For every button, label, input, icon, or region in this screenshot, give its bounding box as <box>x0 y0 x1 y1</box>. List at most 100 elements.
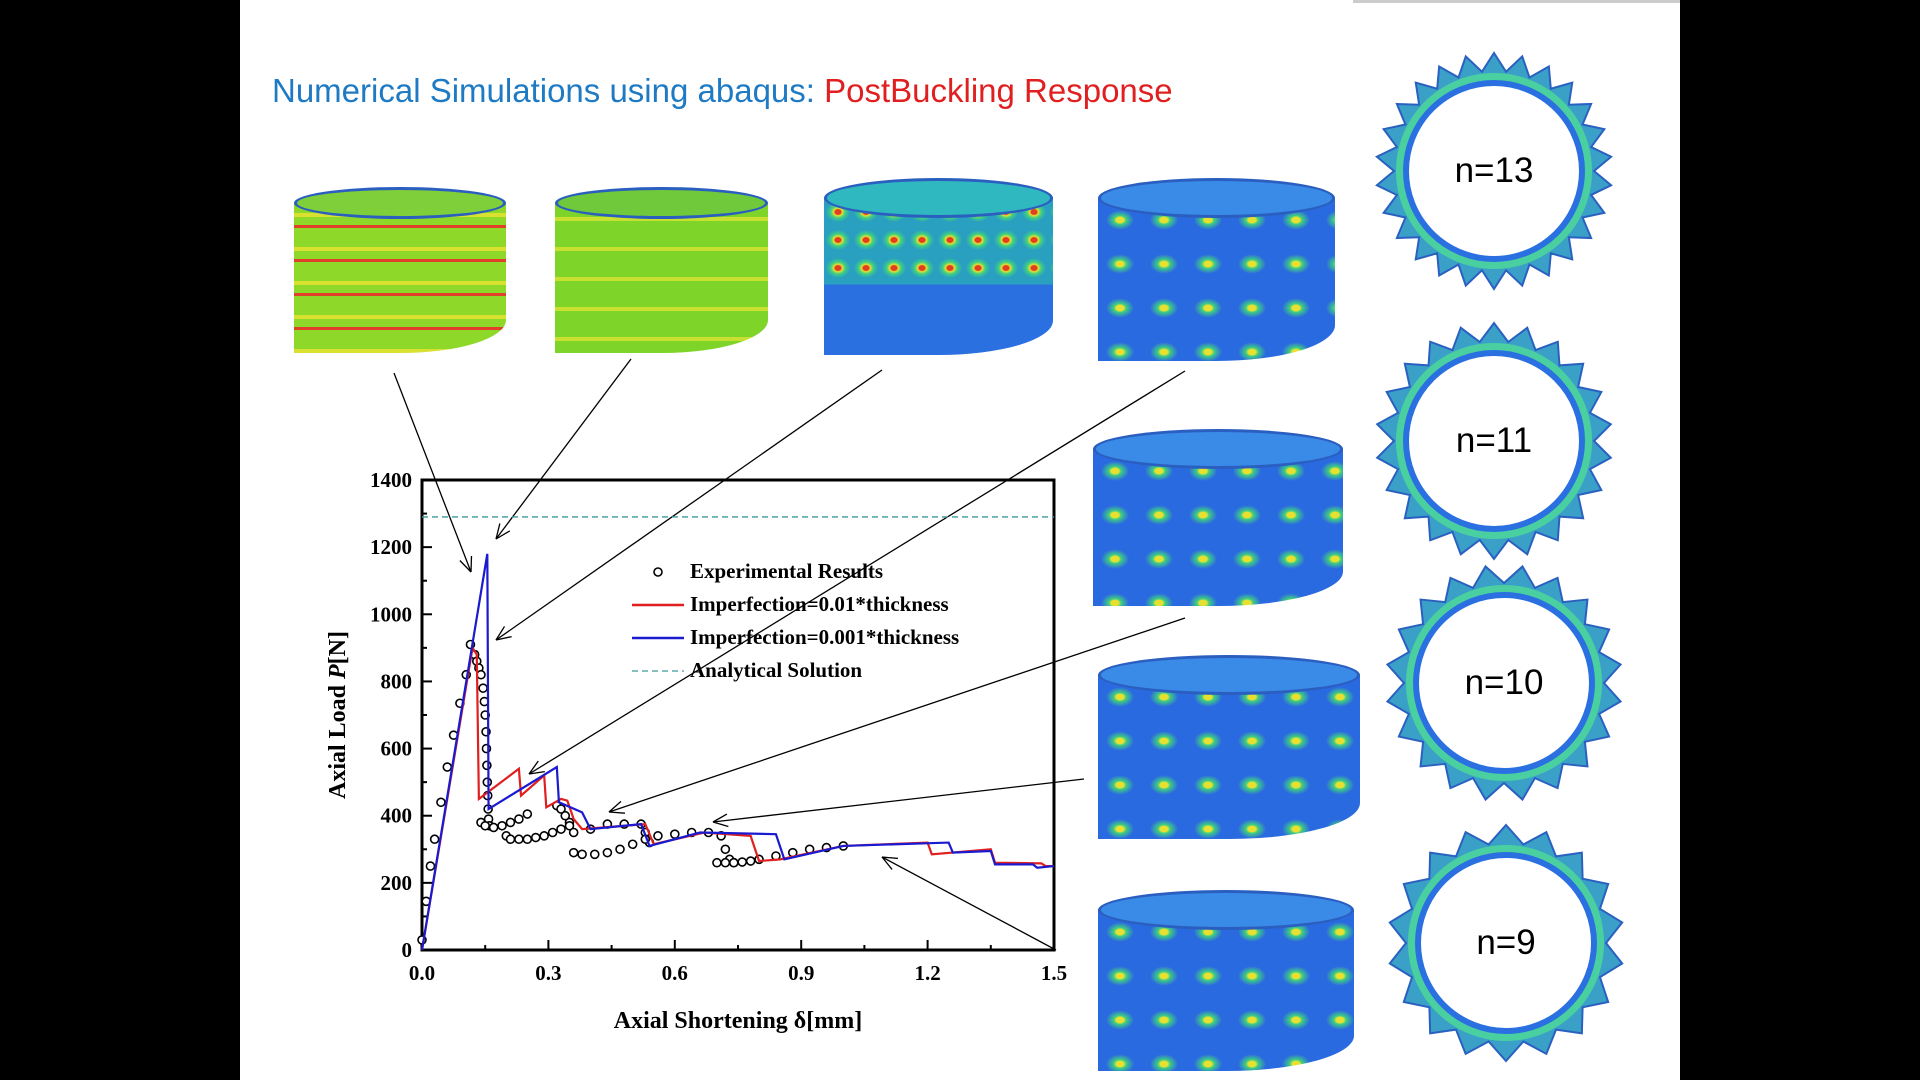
title-part-1: Numerical Simulations using abaqus: <box>272 72 825 109</box>
arrow-head <box>528 760 539 775</box>
x-axis-label: Axial Shortening δ[mm] <box>614 1008 862 1034</box>
experimental-point <box>505 834 516 845</box>
experimental-point <box>564 820 575 831</box>
experimental-point <box>482 777 493 787</box>
callout-arrow <box>881 856 1057 951</box>
arrow-head <box>495 530 511 540</box>
cylinder-mode-7 <box>1098 890 1354 1071</box>
arrow-head <box>495 636 512 641</box>
buckling-ring-11 <box>1375 321 1613 561</box>
experimental-point <box>669 829 680 839</box>
legend-label: Imperfection=0.01*thickness <box>690 592 949 616</box>
y-tick-label: 1200 <box>370 535 412 559</box>
mode-number-label: n=9 <box>1476 923 1536 962</box>
arrow-head <box>712 813 728 823</box>
slide-title: Numerical Simulations using abaqus: Post… <box>272 72 1173 110</box>
experimental-point <box>589 849 600 860</box>
experimental-point <box>497 820 507 831</box>
experimental-point <box>627 839 638 850</box>
experimental-point <box>514 814 524 824</box>
arrow-head <box>712 821 729 828</box>
experimental-point <box>568 847 579 858</box>
experimental-point <box>522 834 533 845</box>
arrow-head <box>459 560 472 573</box>
experimental-point <box>505 817 516 828</box>
callout-arrow <box>608 617 1186 813</box>
experimental-point <box>615 844 625 855</box>
experimental-point <box>556 804 566 814</box>
experimental-point <box>539 831 549 841</box>
plot-frame <box>420 478 1056 952</box>
cylinder-mode-3 <box>824 178 1053 355</box>
experimental-point <box>556 824 566 834</box>
mode-number-label: n=13 <box>1454 151 1534 190</box>
experimental-point <box>514 834 524 845</box>
experimental-point <box>442 762 453 772</box>
experimental-point <box>547 827 558 838</box>
mode-number-label: n=11 <box>1455 421 1533 460</box>
experimental-point <box>530 832 541 843</box>
title-part-2: PostBuckling Response <box>824 72 1173 109</box>
y-axis-label: Axial Load P[N] <box>325 631 351 799</box>
callout-arrow <box>528 370 1186 775</box>
x-tick-label: 0.9 <box>788 961 814 985</box>
x-tick-label: 0.3 <box>535 961 561 985</box>
x-tick-label: 1.2 <box>914 961 940 985</box>
arrow-head <box>608 811 626 814</box>
arrow-head <box>608 800 622 813</box>
experimental-point <box>728 857 739 868</box>
experimental-point <box>522 809 533 819</box>
legend-label: Experimental Results <box>690 559 883 583</box>
y-tick-label: 1000 <box>370 602 412 626</box>
experimental-point <box>653 831 663 841</box>
ring-inner <box>1403 350 1585 532</box>
x-tick-label: 0.6 <box>662 961 688 985</box>
x-tick-label: 0.0 <box>409 961 435 985</box>
experimental-point <box>568 827 579 838</box>
mode-number-label: n=10 <box>1464 663 1544 702</box>
experimental-point <box>425 861 436 871</box>
experimental-point <box>436 797 446 808</box>
cylinder-mode-4 <box>1098 178 1335 361</box>
cylinder-mode-2 <box>555 187 768 353</box>
y-tick-label: 0 <box>402 938 413 962</box>
arrow-head <box>495 626 506 641</box>
ring-inner <box>1403 80 1585 262</box>
arrow-head <box>495 523 501 540</box>
y-tick-label: 400 <box>381 804 413 828</box>
experimental-point <box>480 820 491 831</box>
experimental-point <box>429 834 440 845</box>
legend-label: Analytical Solution <box>690 658 862 682</box>
experimental-point <box>737 857 748 867</box>
experimental-point <box>577 849 587 860</box>
arrow-head <box>881 856 898 860</box>
y-tick-label: 1400 <box>370 468 412 492</box>
experimental-point <box>602 847 613 858</box>
callout-arrow <box>495 358 632 540</box>
experimental-point <box>720 844 731 855</box>
buckling-ring-10 <box>1385 564 1623 802</box>
experimental-point <box>720 857 731 868</box>
experimental-point <box>482 760 492 771</box>
callout-arrow <box>712 778 1085 823</box>
series-line-1 <box>420 644 1054 951</box>
y-tick-label: 800 <box>381 669 413 693</box>
cylinder-mode-6 <box>1098 655 1360 839</box>
ring-inner <box>1415 852 1597 1034</box>
window-edge <box>1353 0 1680 3</box>
arrow-head <box>881 856 893 870</box>
cylinder-mode-5 <box>1093 429 1343 606</box>
arrow-head <box>528 770 545 775</box>
experimental-point <box>488 822 499 833</box>
ring-inner <box>1413 592 1595 774</box>
legend-marker <box>653 567 663 577</box>
series-line-2 <box>420 553 1055 951</box>
experimental-point <box>745 856 756 866</box>
experimental-point <box>478 683 488 693</box>
callout-arrow <box>393 372 472 573</box>
experimental-point <box>560 810 571 821</box>
buckling-ring-13 <box>1375 51 1613 291</box>
y-tick-label: 600 <box>381 737 413 761</box>
experimental-point <box>712 857 722 868</box>
